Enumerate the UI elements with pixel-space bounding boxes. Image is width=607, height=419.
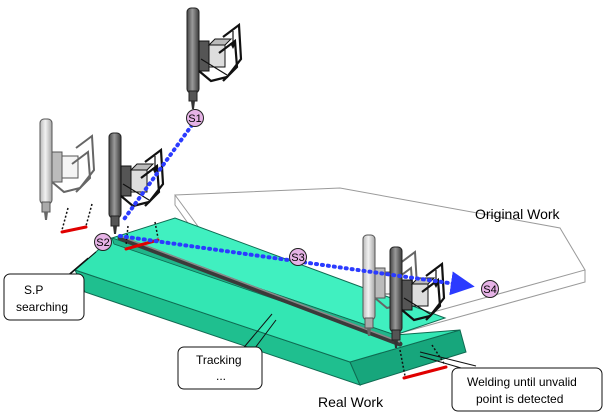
red-markers (60, 225, 448, 380)
callout-tracking: Tracking ... (177, 313, 277, 390)
callout-welding: Welding until unvalid point is detected (419, 351, 603, 412)
torch-dashes (61, 203, 446, 377)
svg-text:point is detected: point is detected (476, 392, 563, 406)
svg-text:S.P: S.P (24, 283, 43, 297)
svg-text:Welding until unvalid: Welding until unvalid (467, 375, 577, 389)
real-work-plate (74, 217, 467, 386)
svg-text:searching: searching (16, 300, 68, 314)
callout-sp-searching: S.P searching (3, 251, 97, 321)
station-s4: S4 (481, 280, 499, 298)
station-s1: S1 (186, 109, 204, 127)
svg-text:Tracking: Tracking (196, 353, 242, 367)
svg-text:S4: S4 (483, 284, 496, 296)
svg-text:S3: S3 (291, 252, 304, 264)
svg-text:S2: S2 (96, 237, 109, 249)
svg-text:...: ... (216, 369, 226, 383)
svg-text:S1: S1 (188, 113, 201, 125)
original-work-label: Original Work (475, 206, 561, 222)
station-s3: S3 (289, 248, 307, 266)
torch-light-left (39, 118, 95, 221)
real-work-label: Real Work (318, 394, 384, 410)
station-s2: S2 (94, 233, 112, 251)
torch-s1 (185, 6, 243, 111)
torch-s2 (107, 131, 165, 236)
